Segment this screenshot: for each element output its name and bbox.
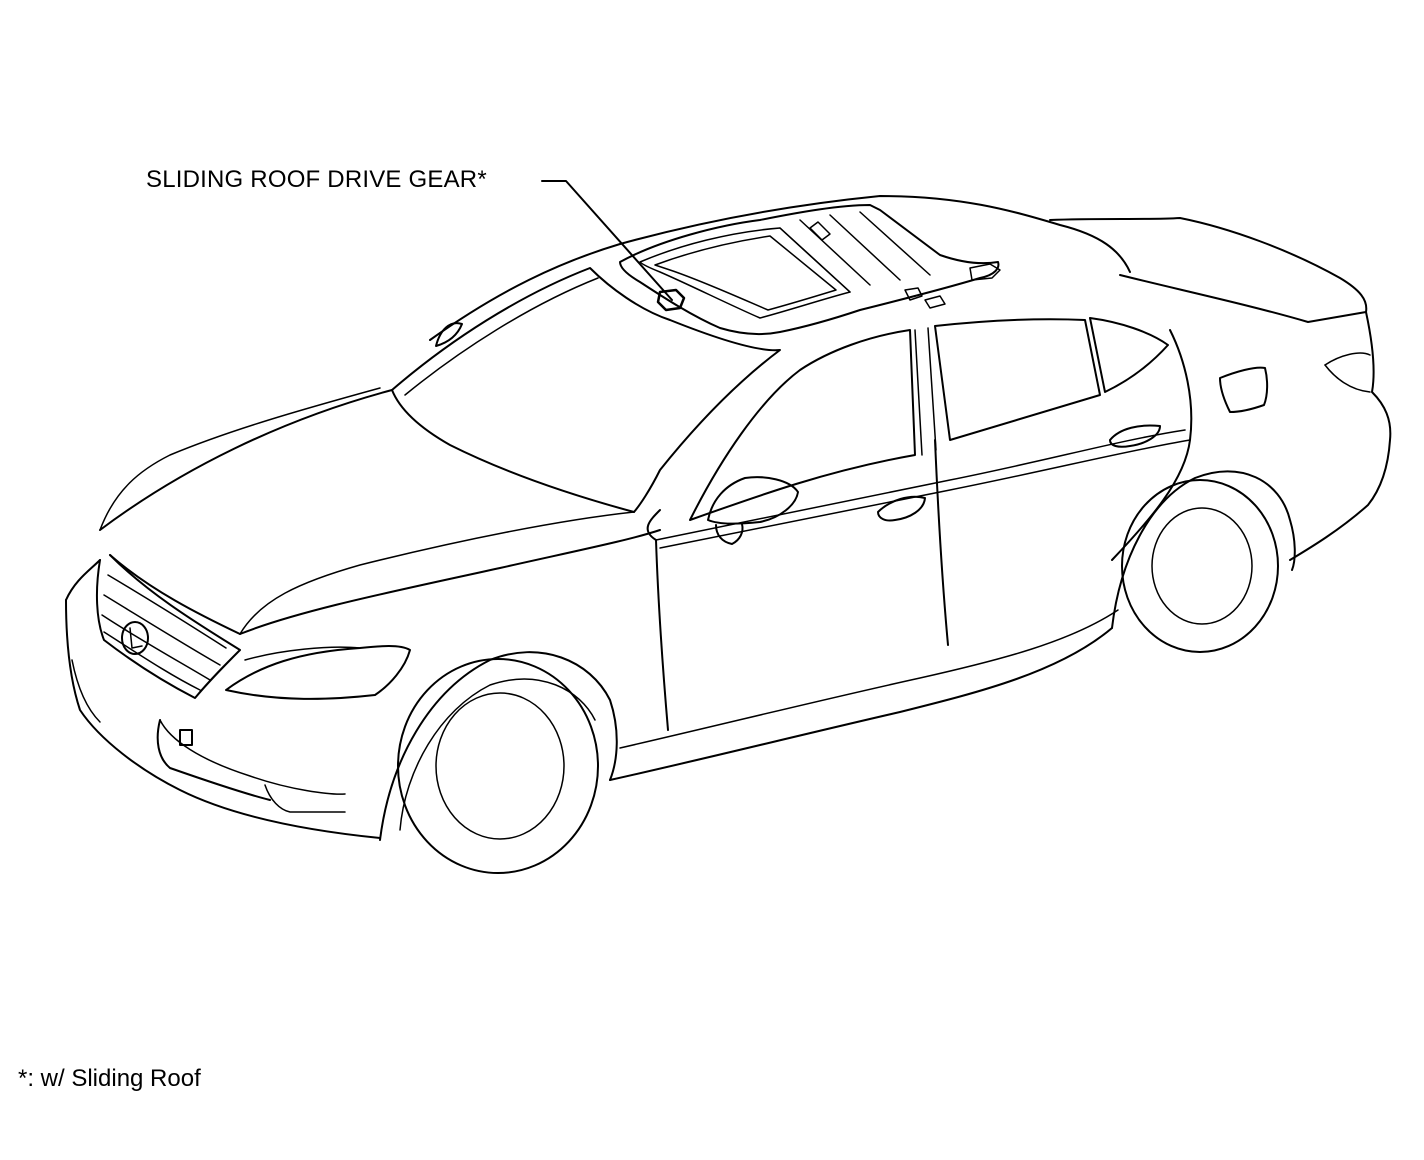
- callout-leader-line: [541, 180, 673, 301]
- footnote: *: w/ Sliding Roof: [18, 1065, 201, 1092]
- sliding-roof-drive-gear-label: SLIDING ROOF DRIVE GEAR*: [146, 166, 487, 193]
- sliding-roof: [619, 204, 1001, 336]
- car-body: [65, 195, 1392, 874]
